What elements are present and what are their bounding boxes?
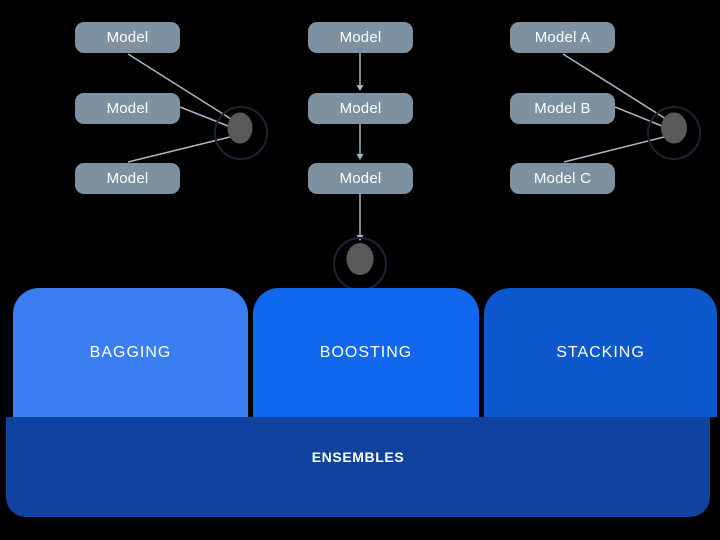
boosting-category-box: BOOSTING: [253, 288, 479, 417]
boosting-arrowhead-2: [356, 154, 364, 160]
ensembles-label: ENSEMBLES: [311, 449, 405, 465]
stacking-category-label: STACKING: [556, 343, 645, 361]
bagging-aggregate-ring: [214, 106, 268, 160]
stacking-aggregate-node: [661, 112, 687, 144]
boosting-model-1: Model: [308, 22, 413, 53]
stacking-category-box: STACKING: [484, 288, 717, 417]
boosting-model-2: Model: [308, 93, 413, 124]
bagging-connector-3: [127, 136, 231, 163]
stacking-aggregate-ring: [647, 106, 701, 160]
bagging-category-box: BAGGING: [13, 288, 248, 417]
bagging-model-1: Model: [75, 22, 180, 53]
ensembles-base-bar: ENSEMBLES: [6, 417, 710, 517]
stacking-model-c: Model C: [510, 163, 615, 194]
bagging-category-label: BAGGING: [89, 343, 172, 361]
bagging-connector-2: [179, 106, 229, 127]
boosting-model-3: Model: [308, 163, 413, 194]
stacking-connector-1: [562, 53, 667, 120]
boosting-arrowhead-1: [356, 85, 364, 91]
stacking-connector-3: [563, 136, 665, 163]
stacking-model-b: Model B: [510, 93, 615, 124]
bagging-aggregate-node: [227, 112, 253, 144]
boosting-aggregate-node: [346, 243, 374, 275]
bagging-model-3: Model: [75, 163, 180, 194]
bagging-model-2: Model: [75, 93, 180, 124]
stacking-model-a: Model A: [510, 22, 615, 53]
bagging-connector-1: [127, 53, 232, 120]
boosting-category-label: BOOSTING: [319, 343, 413, 361]
stacking-connector-2: [614, 106, 663, 127]
